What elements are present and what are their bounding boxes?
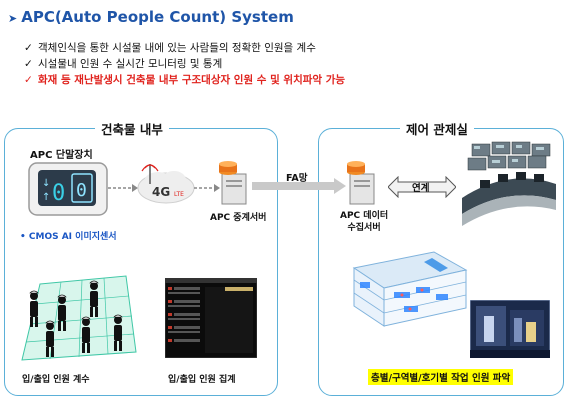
check-icon: ✓ [24, 42, 33, 54]
relay-server-icon [219, 161, 247, 205]
feature-item-highlight: ✓화재 등 재난발생시 건축물 내부 구조대상자 인원 수 및 위치파악 가능 [24, 74, 346, 86]
link-label: 연계 [412, 183, 430, 194]
fa-network-label: FA망 [286, 173, 308, 184]
check-icon: ✓ [24, 58, 33, 70]
floor-zone-tag: 층별/구역별/호기별 작업 인원 파악 [368, 369, 514, 385]
dashed-arrow-icon [194, 184, 220, 192]
page-title: ➤APC(Auto People Count) System [8, 8, 294, 26]
svg-text:0: 0 [76, 180, 87, 201]
apc-terminal-icon: ↓ ↑ 0 0 [28, 162, 108, 216]
building-3d-view [352, 251, 468, 327]
feature-item: ✓객체인식을 통한 시설물 내에 있는 사람들의 정확한 인원을 계수 [24, 42, 316, 54]
dashed-arrow-icon [108, 184, 138, 192]
control-room-illustration [462, 141, 556, 226]
building-interior-title: 건축물 내부 [95, 119, 169, 138]
fa-network-arrow-icon [252, 178, 346, 194]
triangle-bullet-icon: ➤ [8, 12, 18, 25]
feature-list: ✓객체인식을 통한 시설물 내에 있는 사람들의 정확한 인원을 계수 ✓시설물… [24, 40, 345, 88]
data-server-icon [347, 161, 375, 205]
count-label: 입/출입 인원 계수 [22, 375, 90, 385]
aggregation-screen-icon [165, 278, 257, 358]
svg-text:0: 0 [52, 181, 65, 206]
camera-view-image [470, 300, 550, 358]
svg-text:↓: ↓ [42, 178, 50, 189]
data-server-label: APC 데이터 수집서버 [340, 211, 389, 233]
sensor-label: • CMOS AI 이미지센서 [20, 232, 117, 242]
svg-text:↑: ↑ [42, 192, 50, 203]
feature-item: ✓시설물내 인원 수 실시간 모니터링 및 통계 [24, 58, 223, 70]
link-double-arrow-icon [388, 176, 456, 198]
aggregate-label: 입/출입 인원 집계 [168, 375, 236, 385]
svg-text:LTE: LTE [174, 191, 184, 198]
terminal-label: APC 단말장치 [30, 150, 93, 161]
lte-cloud-icon: 4G LTE [137, 164, 195, 204]
svg-text:4G: 4G [152, 185, 170, 199]
people-counting-illustration [21, 275, 137, 361]
control-room-title: 제어 관제실 [400, 119, 474, 138]
check-icon: ✓ [24, 74, 33, 86]
relay-server-label: APC 중계서버 [210, 213, 267, 223]
